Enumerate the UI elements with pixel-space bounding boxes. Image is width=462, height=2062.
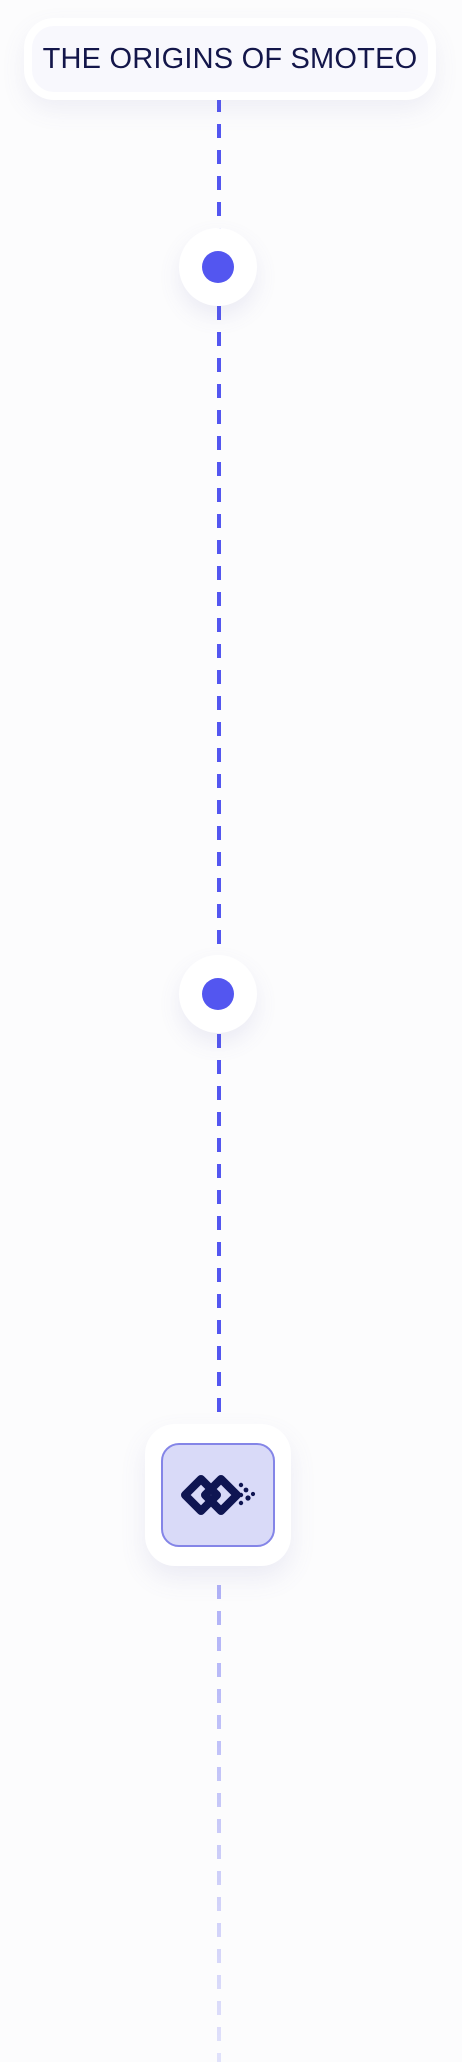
smoteo-logo-icon <box>181 1475 256 1515</box>
smoteo-logo-badge <box>161 1443 275 1547</box>
timeline-node-1 <box>179 228 257 306</box>
timeline-line-upper <box>217 98 221 1438</box>
smoteo-logo-card <box>145 1424 291 1566</box>
timeline-node-1-dot <box>202 251 234 283</box>
timeline-node-2 <box>179 955 257 1033</box>
timeline-title-inner: THE ORIGINS OF SMOTEO <box>32 26 428 92</box>
timeline-node-2-dot <box>202 978 234 1010</box>
timeline-title-card: THE ORIGINS OF SMOTEO <box>24 18 436 100</box>
timeline-line-lower <box>217 1585 221 2062</box>
timeline-title: THE ORIGINS OF SMOTEO <box>42 42 418 75</box>
